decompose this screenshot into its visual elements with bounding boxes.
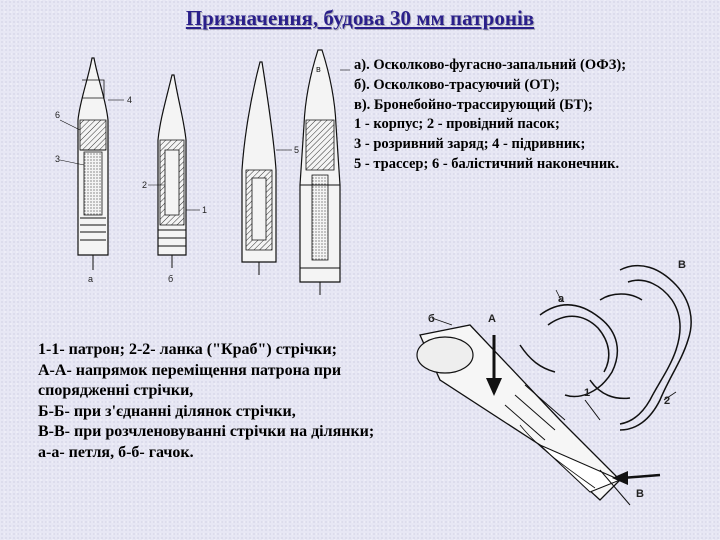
label-cartridge-v: в <box>316 64 321 74</box>
belt-label-A: А <box>488 313 496 325</box>
label-ofz-6: 6 <box>55 110 60 120</box>
belt-label-a: а <box>558 293 565 305</box>
cartridge-bt <box>299 49 350 295</box>
belt-label-V-bottom: В <box>636 488 644 500</box>
legend-line: а). Осколково-фугасно-запальний (ОФЗ); <box>354 57 627 73</box>
belt-label-V: В <box>678 259 686 271</box>
label-ot-1: 1 <box>202 205 207 215</box>
legend-line: в). Бронебойно-трассирующий (БТ); <box>354 96 593 113</box>
legend-line: А-А- напрямок переміщення патрона при сп… <box>38 361 342 400</box>
cartridge-legend: а). Осколково-фугасно-запальний (ОФЗ); б… <box>354 56 714 175</box>
label-cartridge-a: а <box>88 274 93 284</box>
label-bt-5: 5 <box>294 145 299 155</box>
cartridge-ofz <box>59 57 124 270</box>
cartridge-bt-section <box>241 61 292 275</box>
legend-line: а-а- петля, б-б- гачок. <box>38 443 194 461</box>
label-cartridge-b: б <box>168 274 173 284</box>
label-ofz-4: 4 <box>127 95 132 105</box>
belt-link <box>519 264 692 431</box>
slide-title: Призначення, будова 30 мм патронів <box>185 6 535 30</box>
legend-line: б). Осколково-трасуючий (ОТ); <box>354 76 560 93</box>
belt-legend: 1-1- патрон; 2-2- ланка ("Краб") стрічки… <box>38 340 388 464</box>
belt-cartridge <box>416 324 631 506</box>
label-ot-2: 2 <box>142 180 147 190</box>
label-ofz-3: 3 <box>55 154 60 164</box>
legend-line: В-В- при розчленовуванні стрічки на діля… <box>38 423 375 441</box>
cartridge-ot <box>148 74 200 268</box>
belt-label-2: 2 <box>664 395 670 407</box>
belt-label-1: 1 <box>584 387 590 399</box>
legend-line: 1 - корпус; 2 - провідний пасок; <box>354 116 560 133</box>
legend-line: 3 - розривний заряд; 4 - підривник; <box>354 136 586 153</box>
legend-line: 5 - трассер; 6 - балістичний наконечник. <box>354 155 620 172</box>
legend-line: Б-Б- при з'єднанні ділянок стрічки, <box>38 402 296 420</box>
direction-arrows <box>431 289 677 485</box>
belt-label-b: б <box>428 313 435 325</box>
legend-line: 1-1- патрон; 2-2- ланка ("Краб") стрічки… <box>38 341 337 358</box>
